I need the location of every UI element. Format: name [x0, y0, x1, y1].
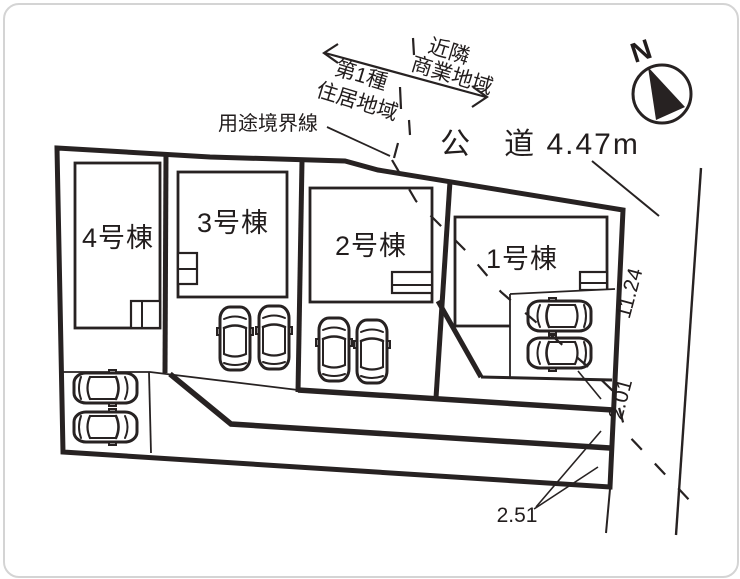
car-icon	[352, 318, 392, 385]
driveway-strip-lines	[168, 371, 614, 451]
car-icon	[72, 368, 139, 408]
building-3-label: 3号棟	[197, 208, 269, 238]
car-icon	[526, 296, 593, 336]
building-1-porch	[578, 270, 609, 292]
building-2-outline	[308, 186, 434, 304]
north-label: N	[627, 33, 656, 69]
building-4-porch	[129, 299, 162, 330]
car-icon	[526, 333, 593, 373]
building-3-outline	[176, 170, 289, 299]
compass-circle-icon	[631, 63, 693, 125]
car-icon	[254, 304, 294, 371]
dimension-251-label: 2.51	[497, 504, 538, 527]
building-2-porch	[390, 270, 434, 295]
lot-divider-lines	[162, 153, 484, 399]
road-edge-lines	[605, 167, 703, 536]
building-2-label: 2号棟	[335, 231, 407, 261]
north-needle-icon	[648, 67, 685, 120]
car-icon	[215, 305, 255, 372]
car-icon	[72, 407, 139, 447]
car-icon	[314, 316, 354, 383]
building-1-label: 1号棟	[486, 244, 558, 274]
building-4-outline	[73, 161, 162, 330]
road-label: 公 道 4.47m	[440, 128, 640, 161]
zoning-boundary-line	[391, 37, 694, 505]
north-compass: N	[627, 33, 693, 125]
zoning-arrow	[322, 43, 489, 108]
zoning-boundary-label: 用途境界線	[218, 112, 318, 135]
leader-lines	[326, 126, 660, 510]
building-4-label: 4号棟	[82, 223, 154, 253]
